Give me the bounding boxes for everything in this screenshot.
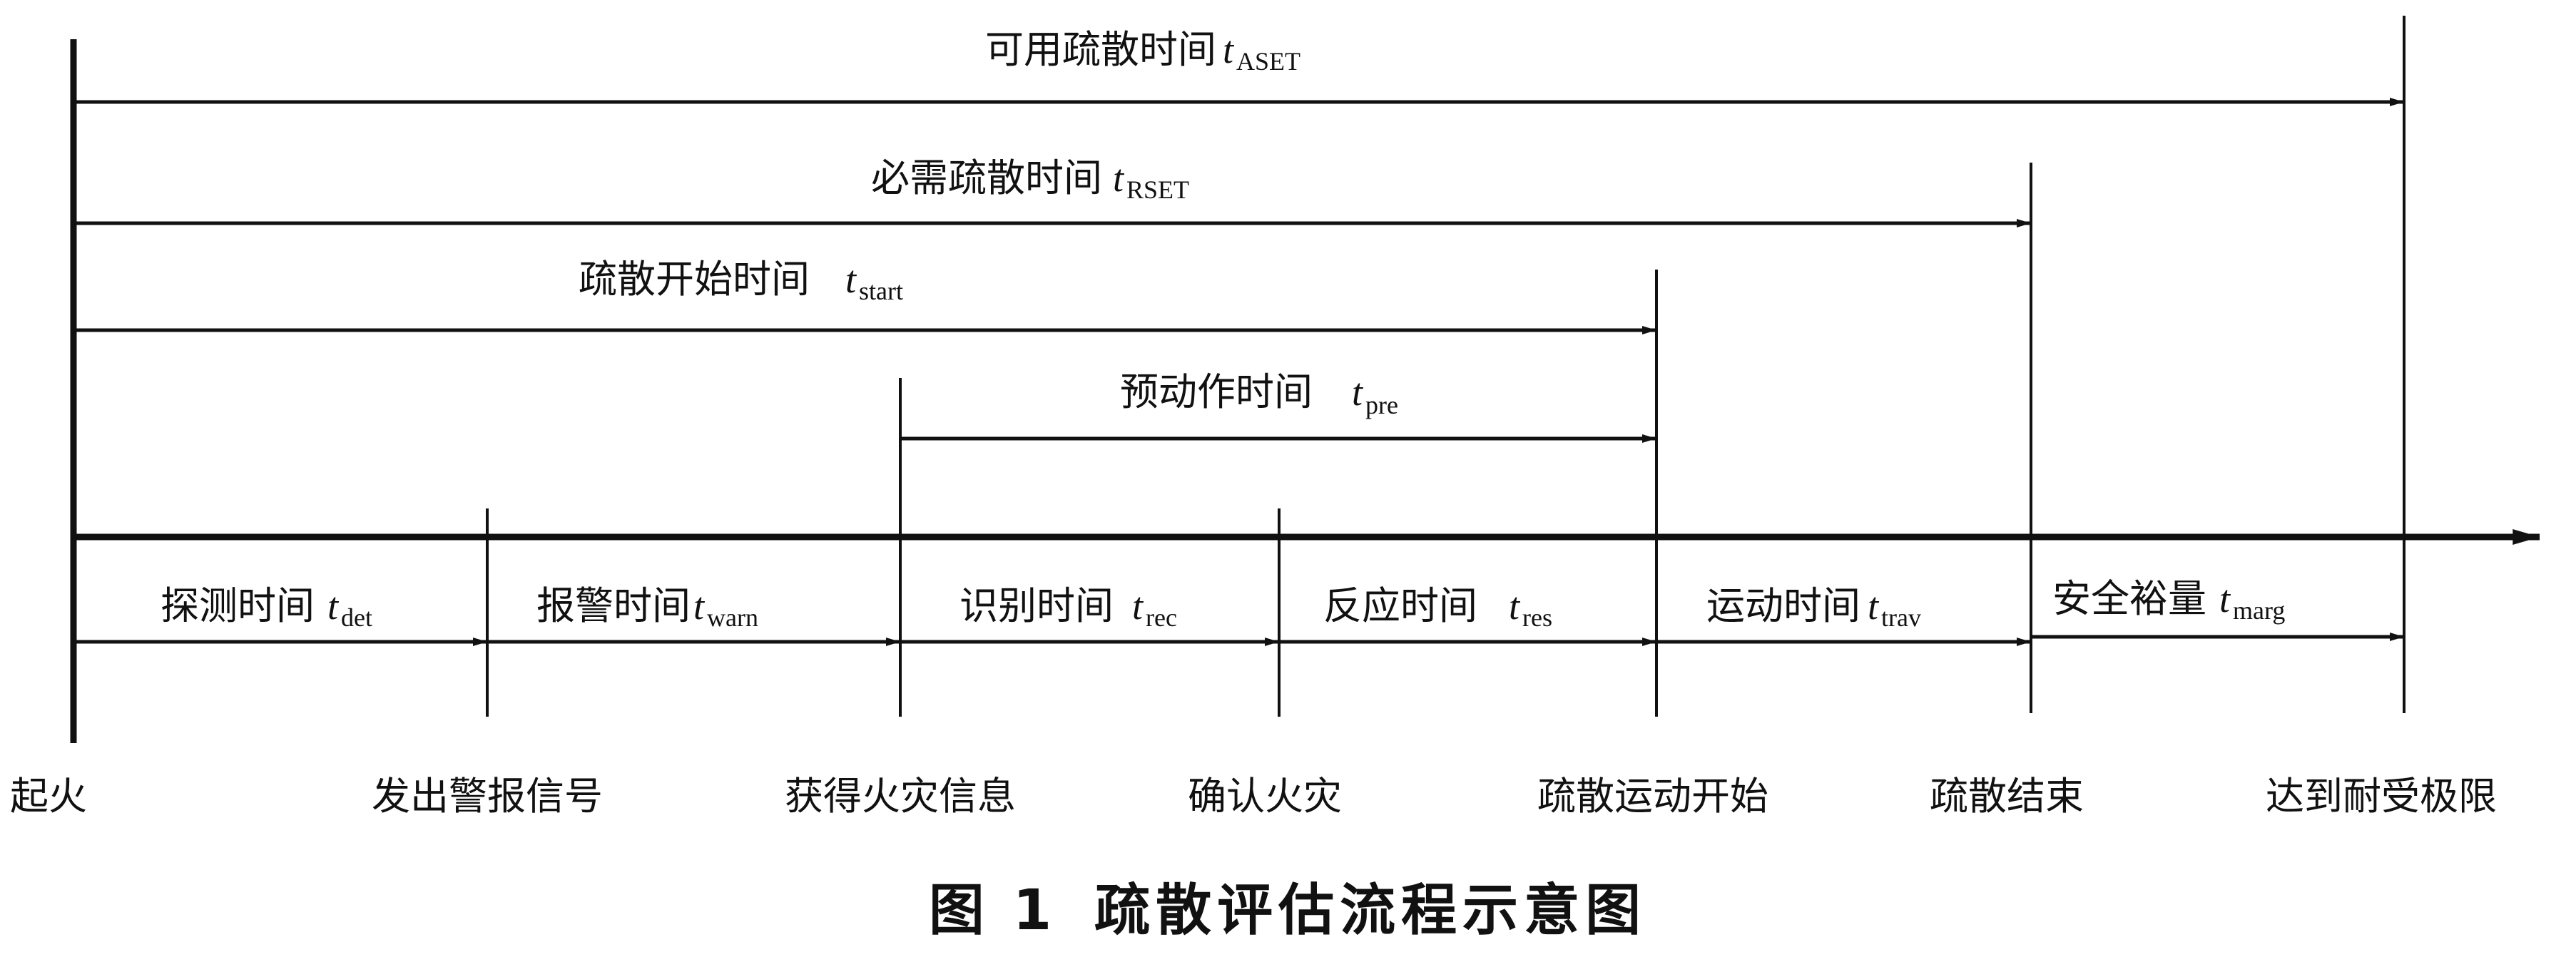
aset-label: 可用疏散时间 (985, 27, 1216, 72)
rset-label: 必需疏散时间 (871, 155, 1102, 200)
event-label-evac-end: 疏散结束 (1930, 774, 2084, 819)
event-label-info: 获得火灾信息 (785, 774, 1016, 819)
start-label: 疏散开始时间 (579, 257, 810, 302)
event-label-limit: 达到耐受极限 (2266, 774, 2497, 819)
event-label-ignition: 起火 (10, 774, 87, 819)
pre-label: 预动作时间 (1120, 369, 1313, 414)
event-label-move-start: 疏散运动开始 (1537, 774, 1768, 819)
event-label-confirm: 确认火灾 (1188, 774, 1342, 819)
event-label-alarm: 发出警报信号 (372, 774, 603, 819)
